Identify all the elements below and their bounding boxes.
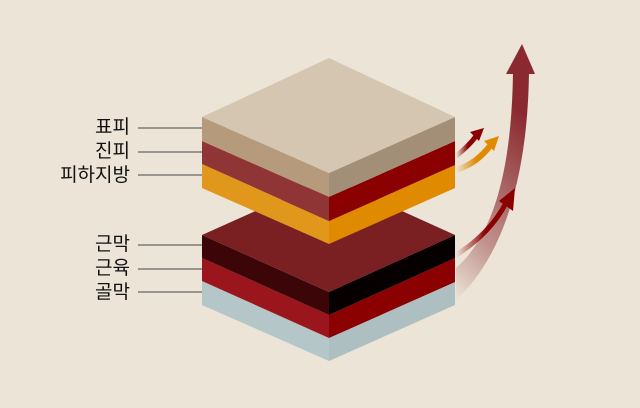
muscle-arrow <box>454 188 515 258</box>
label-periosteum: 골막 <box>95 281 130 303</box>
muscle-layer-right <box>329 258 455 338</box>
label-dermis: 진피 <box>95 140 130 162</box>
muscle-layer-left <box>202 258 329 338</box>
label-muscle: 근육 <box>95 257 130 279</box>
label-subcutis: 피하지방 <box>60 164 130 186</box>
fascia-layer-left <box>202 235 329 315</box>
leader-lines <box>138 127 202 293</box>
dermis-arrow <box>454 128 484 158</box>
periosteum-layer-left <box>202 281 329 361</box>
epidermis-top-face <box>202 58 455 173</box>
dermis-layer-left <box>202 141 329 221</box>
dermis-layer-right <box>329 141 455 221</box>
subcutis-layer-right <box>329 165 455 244</box>
large-outflow-arrow <box>456 44 535 300</box>
label-epidermis: 표피 <box>95 116 130 138</box>
periosteum-layer-right <box>329 282 455 361</box>
upper-block <box>202 58 455 244</box>
epidermis-layer-left <box>202 117 329 197</box>
fascia-layer-right <box>329 235 455 315</box>
subcutis-layer-left <box>202 164 329 244</box>
epidermis-layer-right <box>329 117 455 197</box>
label-fascia: 근막 <box>95 233 130 255</box>
subcutis-arrow <box>455 136 499 173</box>
